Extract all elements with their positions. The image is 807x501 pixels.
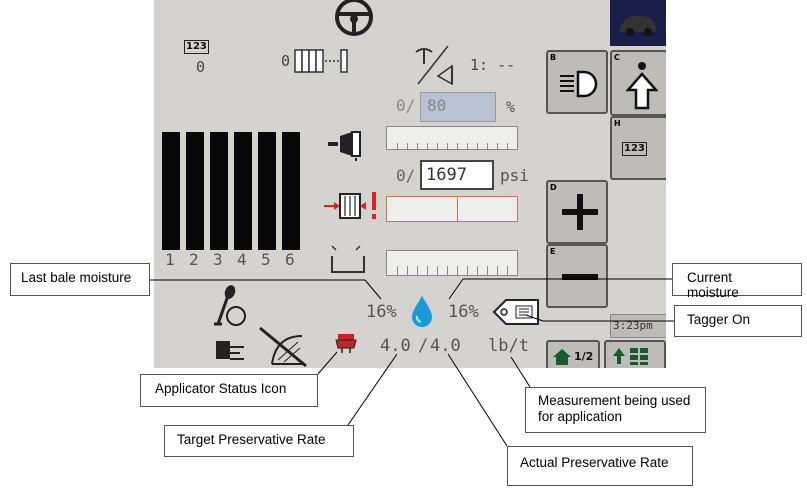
- machine-image-tile: [610, 0, 666, 46]
- counter-icon: 123: [184, 40, 209, 54]
- applicator-status-icon: [335, 334, 357, 353]
- softkey-h-counter[interactable]: H 123: [610, 116, 666, 180]
- softkey-b-letter: B: [550, 53, 557, 62]
- callout-target-rate: Target Preservative Rate: [164, 425, 354, 457]
- callout-target-rate-text: Target Preservative Rate: [177, 432, 326, 447]
- up-arrow-icon: [626, 62, 658, 110]
- actual-preservative-rate: 4.0: [430, 336, 461, 356]
- up-menu-grid-icon: [613, 348, 648, 365]
- pressure-prefix: 0/: [396, 166, 416, 185]
- softkey-e-letter: E: [550, 247, 556, 256]
- bar-label-6: 6: [285, 250, 295, 269]
- bale-shape-bar-4: [234, 132, 252, 250]
- bale-shape-bar-6: [282, 132, 300, 250]
- plus-icon: [562, 194, 598, 230]
- minus-icon: [562, 274, 598, 280]
- tagger-icon[interactable]: [492, 298, 540, 326]
- baler-machine-icon: [620, 15, 656, 36]
- callout-last-bale-moisture: Last bale moisture: [10, 263, 150, 296]
- moisture-drop-icon: [412, 296, 432, 327]
- bar-label-1: 1: [165, 250, 175, 269]
- clock-box: 3:23pm: [610, 314, 666, 338]
- last-bale-moisture-value: 16%: [366, 302, 397, 322]
- current-moisture-value: 16%: [448, 302, 479, 322]
- rate-separator: /: [418, 336, 429, 356]
- callout-actual-rate-text: Actual Preservative Rate: [520, 455, 669, 470]
- callout-tagger-on-text: Tagger On: [687, 312, 751, 327]
- callout-current-moisture-text: Current moisture: [687, 270, 739, 300]
- bale-shape-bar-2: [186, 132, 204, 250]
- softkey-h-letter: H: [614, 119, 621, 128]
- pressure-value: 1697: [426, 165, 467, 185]
- knife-count: 0: [281, 52, 291, 70]
- twine-tension-icon: [331, 245, 365, 273]
- callout-current-moisture: Current moisture: [672, 263, 802, 300]
- callout-measurement-used-text: Measurement being used for application: [538, 393, 691, 424]
- flow-ruler-gauge: [386, 126, 518, 150]
- work-light-icon: [560, 70, 598, 98]
- applicator-flow-icon: [328, 131, 361, 161]
- moisture-limit-field[interactable]: 80: [420, 92, 496, 122]
- monitor-screen: 123 0 0 1: -- 0/ 80 % 0/ 1697 psi: [154, 0, 666, 368]
- bar-label-4: 4: [237, 250, 247, 269]
- counter-icon-label: 123: [186, 41, 207, 52]
- callout-measurement-used: Measurement being used for application: [525, 387, 706, 433]
- net-wrap-icon: [216, 341, 244, 360]
- rate-unit: lb/t: [488, 336, 529, 356]
- bale-shape-bar-5: [258, 132, 276, 250]
- page-indicator: 1/2: [574, 350, 594, 363]
- knife-bank-icon: [294, 49, 348, 73]
- bar-label-2: 2: [189, 250, 199, 269]
- callout-last-bale-moisture-text: Last bale moisture: [21, 270, 132, 285]
- ratio-value: 1: --: [470, 56, 516, 74]
- counter-value: 0: [196, 58, 206, 76]
- callout-applicator-status: Applicator Status Icon: [140, 374, 318, 407]
- counter-123-label: 123: [624, 143, 645, 154]
- bar-label-3: 3: [213, 250, 223, 269]
- bale-shape-bar-3: [210, 132, 228, 250]
- bale-shape-bar-1: [162, 132, 180, 250]
- moisture-limit-prefix: 0/: [396, 96, 416, 115]
- home-page-button[interactable]: 1/2: [546, 340, 600, 368]
- clock-value: 3:23pm: [613, 319, 653, 332]
- softkey-c-up[interactable]: C: [610, 50, 666, 116]
- cutter-ratio-icon: [415, 45, 453, 86]
- home-icon: [553, 349, 571, 365]
- softkey-d-plus[interactable]: D: [546, 180, 608, 244]
- pressure-field[interactable]: 1697: [420, 160, 494, 190]
- softkey-d-letter: D: [550, 183, 557, 192]
- counter-123-icon: 123: [622, 142, 647, 156]
- bale-chamber-alert-icon: [324, 192, 376, 219]
- callout-applicator-status-text: Applicator Status Icon: [155, 381, 287, 396]
- softkey-c-letter: C: [614, 53, 620, 62]
- twine-ruler-gauge: [386, 250, 518, 276]
- softkey-e-minus[interactable]: E: [546, 244, 608, 308]
- target-preservative-rate: 4.0: [380, 336, 411, 356]
- softkey-b-lights[interactable]: B: [546, 50, 608, 114]
- callout-actual-rate: Actual Preservative Rate: [507, 446, 693, 486]
- moisture-percent-unit: %: [506, 98, 516, 116]
- bar-label-5: 5: [261, 250, 271, 269]
- pickup-icon: [214, 285, 246, 326]
- moisture-limit-value: 80: [427, 96, 447, 115]
- up-grid-button[interactable]: [604, 340, 666, 368]
- callout-tagger-on: Tagger On: [674, 305, 802, 337]
- pressure-unit: psi: [500, 166, 529, 185]
- bale-chamber-gauge: [386, 196, 518, 222]
- steering-wheel-icon: [335, 0, 373, 36]
- tailgate-crossed-icon: [259, 326, 307, 368]
